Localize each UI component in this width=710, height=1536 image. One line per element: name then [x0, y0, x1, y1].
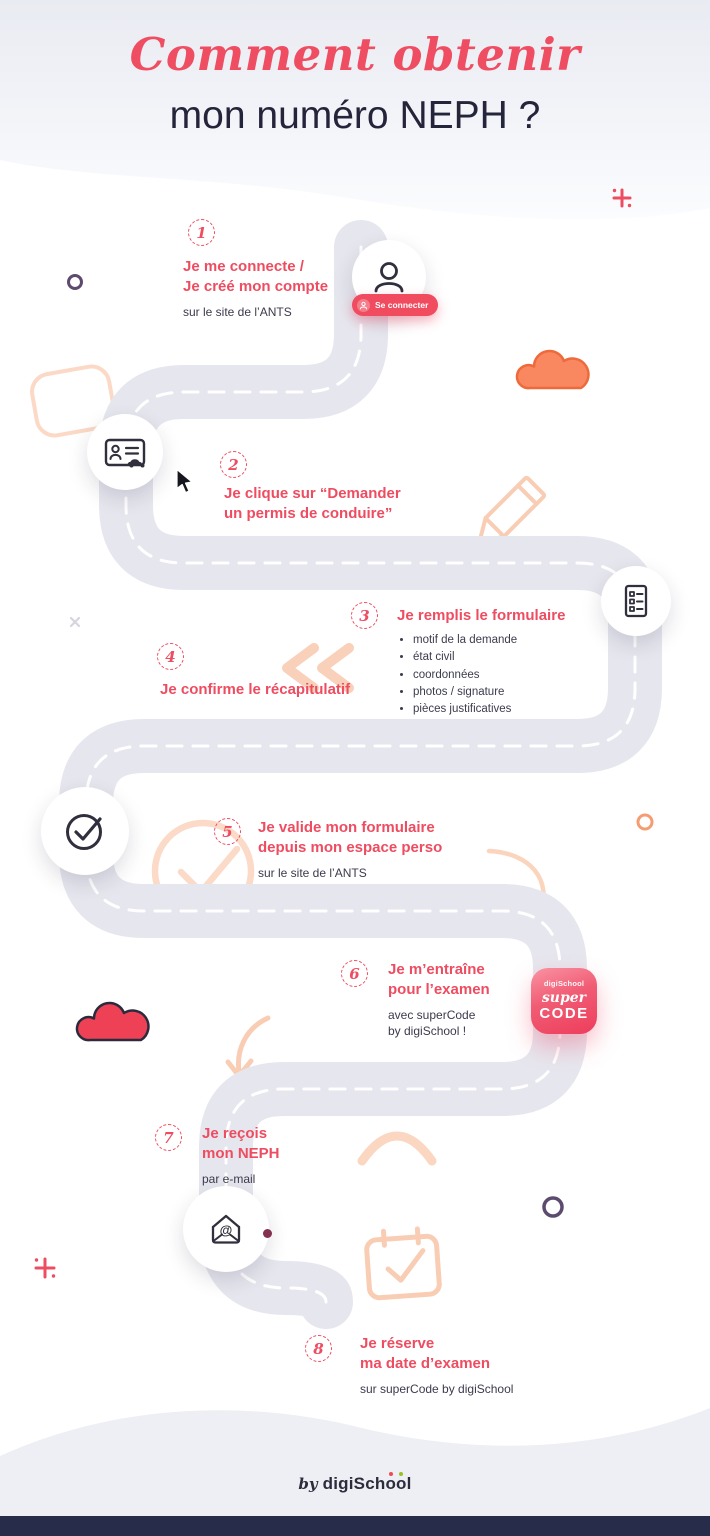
step-4-title: Je confirme le récapitulatif [160, 681, 351, 698]
orange-cloud-icon [515, 349, 590, 390]
step-8-number: 8 [305, 1335, 332, 1362]
footer-by: by [298, 1475, 318, 1493]
user-icon [374, 262, 404, 293]
step-3-number-label: 3 [359, 606, 370, 625]
step-5-number: 5 [214, 818, 241, 845]
step-8-title: Je réserve ma date d’examen [360, 1335, 491, 1372]
squircle-outline-icon [30, 364, 116, 438]
step-7-number-label: 7 [163, 1128, 174, 1147]
step-3-title: Je remplis le formulaire [397, 607, 566, 624]
background-top-gradient [0, 0, 710, 220]
step-8-number-label: 8 [313, 1339, 324, 1358]
chevrons-icon [282, 643, 354, 693]
se-connecter-button[interactable]: Se connecter [352, 294, 439, 316]
step-7-title: Je reçois mon NEPH [202, 1125, 280, 1162]
step-5-title: Je valide mon formulaire depuis mon espa… [258, 819, 443, 856]
step-8-text: Je réserve ma date d’examen sur superCod… [360, 1334, 513, 1397]
step-2-number: 2 [220, 451, 247, 478]
step-3-number: 3 [351, 602, 378, 629]
step-4-number-label: 4 [165, 647, 176, 666]
notification-dot [263, 1229, 272, 1238]
sparkle-icon-top [612, 188, 632, 208]
step-1-number-label: 1 [196, 223, 207, 242]
step-1-number: 1 [188, 219, 215, 246]
supercode-app-icon: digiSchool super CODE [531, 968, 597, 1034]
id-card-car-icon [104, 438, 146, 468]
step-7-number: 7 [155, 1124, 182, 1151]
supercode-code-label: CODE [539, 1005, 589, 1023]
svg-text:@: @ [220, 1223, 233, 1238]
bullet-item: pièces justificatives [413, 702, 565, 716]
step-2-number-label: 2 [228, 455, 239, 474]
wave-icon [357, 1131, 437, 1166]
footer-brand-text-end: l [406, 1474, 412, 1493]
bullet-item: photos / signature [413, 685, 565, 699]
grey-cross-icon [69, 616, 81, 628]
step-5-number-label: 5 [222, 822, 233, 841]
footer-brand-o2: o [396, 1474, 407, 1493]
step-6-title: Je m’entraîne pour l’examen [388, 961, 490, 998]
step-6-text: Je m’entraîne pour l’examen avec superCo… [388, 960, 490, 1039]
step-6-number: 6 [341, 960, 368, 987]
step-8-subtitle: sur superCode by digiSchool [360, 1381, 514, 1396]
supercode-brand-label: digiSchool [543, 979, 585, 989]
step-6-subtitle: avec superCode by digiSchool ! [388, 1007, 476, 1038]
orange-ring-icon [636, 813, 654, 831]
check-circle-icon [66, 814, 102, 850]
bottom-bar [0, 1516, 710, 1536]
purple-ring-icon-2 [542, 1196, 564, 1218]
mail-circle: @ [183, 1186, 269, 1272]
step-3-text: Je remplis le formulaire motif de la dem… [397, 606, 565, 720]
step-2-title: Je clique sur “Demander un permis de con… [224, 485, 401, 522]
validate-circle [41, 787, 129, 875]
id-card-circle [87, 414, 163, 490]
step-1-text: Je me connecte / Je créé mon compte sur … [183, 257, 328, 320]
form-checklist-icon [624, 584, 648, 618]
user-icon [357, 298, 370, 312]
title-script: Comment obtenir [129, 28, 581, 81]
step-7-text: Je reçois mon NEPH par e-mail [202, 1124, 280, 1187]
se-connecter-label: Se connecter [375, 300, 429, 310]
form-circle [601, 566, 671, 636]
bullet-item: coordonnées [413, 668, 565, 682]
step-4-text: Je confirme le récapitulatif [160, 680, 350, 700]
footer-brand-o1: o [385, 1474, 397, 1493]
step-7-subtitle: par e-mail [202, 1171, 256, 1186]
supercode-super-label: super [541, 990, 587, 1007]
footer-brand-text: digiSch [322, 1474, 386, 1493]
step-6-number-label: 6 [349, 964, 360, 983]
step-5-text: Je valide mon formulaire depuis mon espa… [258, 818, 442, 881]
red-cloud-icon [75, 1001, 150, 1042]
bullet-item: motif de la demande [413, 633, 565, 647]
background-bottom-wave [0, 1408, 710, 1536]
sparkle-icon-bottom [34, 1257, 56, 1279]
page-title: mon numéro NEPH ? [169, 94, 541, 137]
bullet-item: état civil [413, 650, 565, 664]
calendar-check-icon [364, 1226, 442, 1301]
purple-ring-icon [67, 274, 83, 290]
mouse-cursor-icon [176, 468, 200, 500]
footer-brand: digiSchool [323, 1474, 412, 1493]
envelope-at-icon: @ [211, 1214, 241, 1244]
step-3-bullets: motif de la demande état civil coordonné… [413, 633, 565, 717]
step-1-subtitle: sur le site de l’ANTS [183, 304, 292, 319]
step-2-text: Je clique sur “Demander un permis de con… [224, 484, 401, 524]
step-4-number: 4 [157, 643, 184, 670]
step-5-subtitle: sur le site de l’ANTS [258, 865, 367, 880]
step-1-title: Je me connecte / Je créé mon compte [183, 258, 329, 295]
